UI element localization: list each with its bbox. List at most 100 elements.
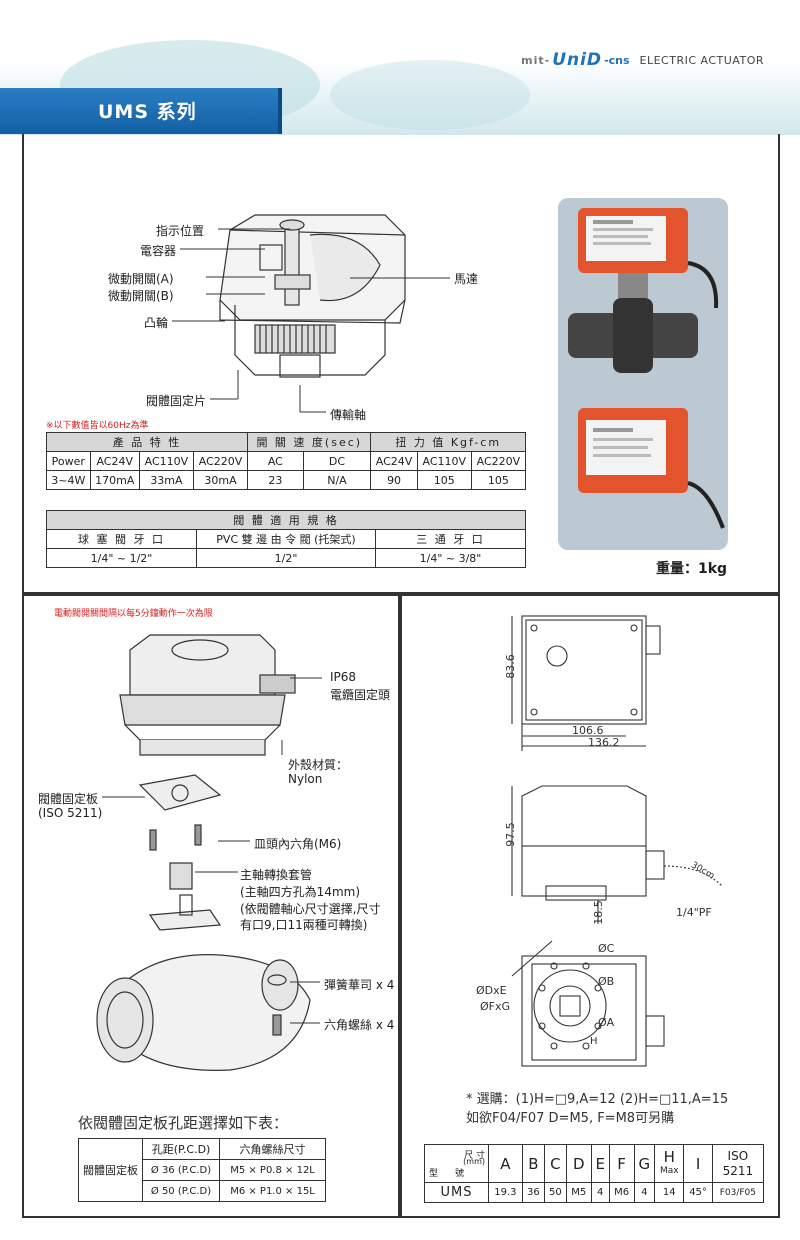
table-cell: 33mA — [138, 470, 195, 490]
table-cell: 30mA — [192, 470, 249, 490]
spec-note: ※以下數值皆以60Hz為準 — [46, 421, 149, 431]
table-cell: 50 — [543, 1182, 567, 1203]
col-header: G — [633, 1144, 656, 1183]
label-screw: 皿頭內六角(M6) — [254, 837, 342, 851]
selection-note-line-2: 如欲F04/F07 D=M5, F=M8可另購 — [466, 1111, 675, 1126]
label-mount-piece: 閥體固定片 — [146, 394, 207, 408]
label-mount-plate: 閥體固定板 — [38, 792, 99, 806]
actuator-cutaway-diagram — [219, 214, 406, 378]
corner-left: 型 — [429, 1169, 439, 1179]
table-cell: 1/4" ~ 1/2" — [46, 548, 197, 568]
col-header: AC220V — [470, 451, 527, 471]
table-cell: F03/F05 — [711, 1182, 765, 1203]
brand-name: UniD — [552, 50, 603, 70]
col-header-iso: ISO 5211 — [711, 1144, 765, 1183]
table-cell: M5 × P0.8 × 12L — [219, 1159, 326, 1181]
table-cell: Ø 50 (P.C.D) — [141, 1180, 221, 1202]
label-housing: 外殼材質： — [288, 758, 349, 772]
dim-a: ØA — [598, 1016, 615, 1029]
exploded-panel — [22, 594, 400, 1218]
dim-dxe: ØDxE — [476, 984, 507, 997]
selection-note-line-1: * 選購：(1)H=□9,A=12 (2)H=□11,A=15 — [466, 1092, 729, 1107]
group-header-torque: 扭 力 值 Kgf-cm — [370, 432, 526, 452]
col-header: DC — [302, 451, 372, 471]
table-cell: M6 × P1.0 × 15L — [219, 1180, 326, 1202]
label-switch-b: 微動開關(B) — [108, 289, 174, 303]
corner-right: 號 — [455, 1169, 465, 1179]
label-cam: 凸輪 — [144, 316, 169, 330]
dimension-drawings — [511, 615, 723, 1067]
weight-label: 重量：1kg — [656, 561, 728, 577]
table-cell: 170mA — [89, 470, 140, 490]
dim-b: ØB — [598, 975, 615, 988]
col-header: AC24V — [370, 451, 418, 471]
product-photo — [558, 198, 728, 550]
group-header-speed: 開 關 速 度(sec) — [247, 432, 372, 452]
label-shaft: 傳輸軸 — [330, 408, 367, 422]
header-decoration — [330, 60, 530, 130]
dim-106: 106.6 — [572, 724, 604, 737]
table-cell: 45° — [683, 1182, 713, 1203]
table-cell: 23 — [247, 470, 304, 490]
valve-table: 閥 體 適 用 規 格 球 塞 閥 牙 口 PVC 雙 邊 由 令 閥 (托架式… — [46, 510, 526, 568]
pcd-row-label: 閥體固定板 — [78, 1138, 143, 1202]
dim-h: H — [590, 1036, 598, 1047]
spec-table: 產 品 特 性 開 關 速 度(sec) 扭 力 值 Kgf-cm Power … — [45, 432, 527, 490]
model-cell: UMS — [424, 1182, 489, 1203]
label-capacitor: 電容器 — [140, 244, 177, 258]
col-header: F — [608, 1144, 635, 1183]
label-washer: 彈簧華司 x 4 — [324, 978, 395, 992]
series-title: UMS 系列 — [98, 101, 197, 123]
col-header: C — [543, 1144, 567, 1183]
col-header: B — [521, 1144, 545, 1183]
col-header: AC — [247, 451, 304, 471]
spec-panel — [22, 134, 780, 594]
pcd-table: 閥體固定板 孔距(P.C.D) 六角螺絲尺寸 Ø 36 (P.C.D) M5 ×… — [78, 1138, 326, 1202]
table-cell: M5 — [565, 1182, 592, 1203]
table-cell: M6 — [608, 1182, 635, 1203]
col-header: 三 通 牙 口 — [375, 529, 526, 549]
diagram-leader-lines — [172, 228, 450, 413]
col-header-h: H Max — [654, 1144, 685, 1183]
label-sleeve-2: (主軸四方孔為14mm) — [240, 885, 361, 899]
table-cell: 14 — [654, 1182, 685, 1203]
table-cell: 105 — [416, 470, 472, 490]
table-cell: 105 — [470, 470, 527, 490]
dim-18: 18.5 — [591, 900, 605, 925]
label-motor: 馬達 — [454, 272, 479, 286]
col-header: 六角螺絲尺寸 — [219, 1138, 326, 1160]
table-cell: N/A — [302, 470, 372, 490]
col-header: 孔距(P.C.D) — [141, 1138, 221, 1160]
corner-top: 尺 寸 — [464, 1151, 485, 1161]
dimension-table: 尺 寸 (mm) 型 號 A B C D E F G H Max I ISO 5… — [424, 1144, 765, 1203]
label-switch-a: 微動開關(A) — [108, 272, 174, 286]
table-cell: Ø 36 (P.C.D) — [141, 1159, 221, 1181]
brand-logo: mit- UniD -cns ELECTRIC ACTUATOR — [521, 50, 764, 70]
dim-pf: 1/4"PF — [676, 906, 712, 919]
valve-table-title: 閥 體 適 用 規 格 — [46, 510, 526, 530]
col-header: AC220V — [192, 451, 249, 471]
table-cell: 19.3 — [488, 1182, 523, 1203]
corner-unit: (mm) — [463, 1157, 485, 1166]
pcd-title: 依閥體固定板孔距選擇如下表： — [78, 1114, 289, 1132]
col-header: E — [590, 1144, 610, 1183]
label-ip68: IP68 — [330, 670, 357, 684]
brand-suffix: -cns — [604, 53, 630, 67]
selection-note: * 選購：(1)H=□9,A=12 (2)H=□11,A=15 如欲F04/F0… — [466, 1090, 728, 1128]
label-indicator: 指示位置 — [156, 224, 205, 238]
table-cell: 1/4" ~ 3/8" — [375, 548, 526, 568]
iso-label: ISO — [727, 1148, 749, 1163]
dim-83: 83.6 — [503, 654, 517, 679]
table-cell: 4 — [633, 1182, 656, 1203]
label-iso: (ISO 5211) — [38, 806, 103, 820]
col-header: 球 塞 閥 牙 口 — [46, 529, 197, 549]
brand-prefix: mit- — [521, 53, 551, 67]
col-header: Power — [46, 451, 91, 471]
series-tab: UMS 系列 — [0, 88, 282, 134]
col-header: AC110V — [138, 451, 195, 471]
group-header-product: 產 品 特 性 — [45, 432, 249, 452]
iso-sub: 5211 — [722, 1163, 754, 1178]
label-cable-gland: 電纜固定頭 — [330, 688, 391, 702]
label-sleeve: 主軸轉換套管 — [240, 868, 313, 882]
col-header: AC110V — [416, 451, 472, 471]
